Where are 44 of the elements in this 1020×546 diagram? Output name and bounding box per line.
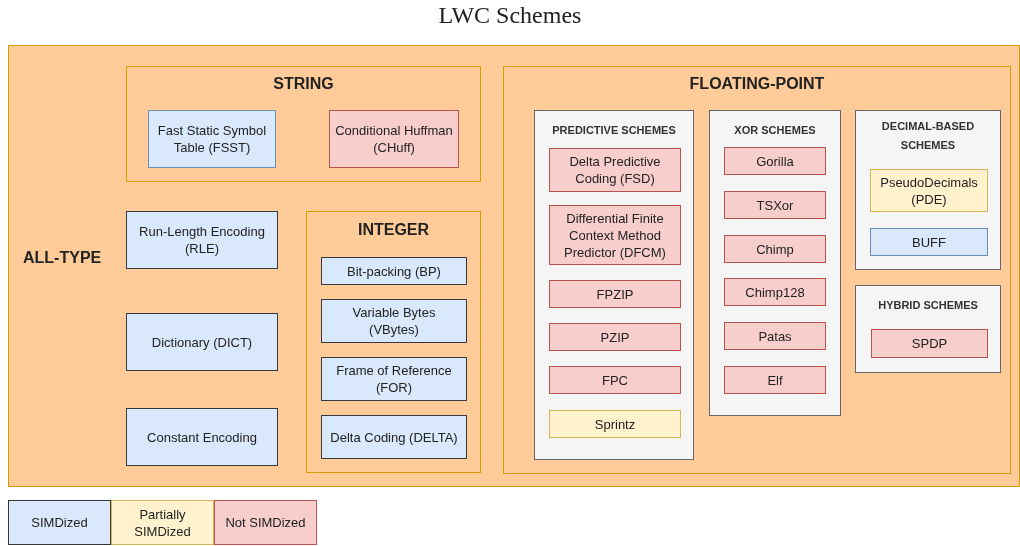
group-panel [306, 211, 481, 473]
group-heading: DECIMAL-BASED SCHEMES [880, 119, 976, 153]
scheme-box: Frame of Reference (FOR) [321, 357, 467, 401]
scheme-box: TSXor [724, 191, 826, 219]
scheme-box: Differential Finite Context Method Predictor (DFCM) [549, 205, 681, 265]
group-heading: HYBRID SCHEMES [877, 298, 979, 313]
scheme-box: Patas [724, 322, 826, 350]
group-panel [709, 110, 841, 416]
group-heading: STRING [272, 75, 335, 93]
scheme-box: BUFF [870, 228, 988, 256]
category-label: ALL-TYPE [23, 249, 102, 267]
outer-panel [8, 45, 1020, 487]
scheme-box: Dictionary (DICT) [126, 313, 278, 371]
group-heading: XOR SCHEMES [733, 123, 817, 138]
scheme-box: Chimp128 [724, 278, 826, 306]
scheme-box: PseudoDecimals (PDE) [870, 169, 988, 212]
group-panel [855, 110, 1001, 270]
group-panel [126, 66, 481, 182]
group-panel [503, 66, 1011, 474]
group-panel [534, 110, 694, 460]
scheme-box: Delta Coding (DELTA) [321, 415, 467, 459]
legend-swatch: Not SIMDized [214, 500, 317, 545]
scheme-box: Bit-packing (BP) [321, 257, 467, 285]
scheme-box: Elf [724, 366, 826, 394]
scheme-box: PZIP [549, 323, 681, 351]
scheme-box: FPZIP [549, 280, 681, 308]
legend-swatch: Partially SIMDized [111, 500, 214, 545]
scheme-box: FPC [549, 366, 681, 394]
scheme-box: Constant Encoding [126, 408, 278, 466]
legend-swatch: SIMDized [8, 500, 111, 545]
scheme-box: Conditional Huffman (CHuff) [329, 110, 459, 168]
group-heading: FLOATING-POINT [688, 75, 826, 93]
scheme-box: Delta Predictive Coding (FSD) [549, 148, 681, 192]
scheme-box: Sprintz [549, 410, 681, 438]
group-heading: INTEGER [356, 221, 431, 239]
scheme-box: SPDP [871, 329, 988, 358]
group-heading: PREDICTIVE SCHEMES [551, 123, 677, 138]
diagram-title: LWC Schemes [437, 2, 583, 29]
scheme-box: Gorilla [724, 147, 826, 175]
scheme-box: Run-Length Encoding (RLE) [126, 211, 278, 269]
scheme-box: Fast Static Symbol Table (FSST) [148, 110, 276, 168]
group-panel [855, 285, 1001, 373]
scheme-box: Chimp [724, 235, 826, 263]
scheme-box: Variable Bytes (VBytes) [321, 299, 467, 343]
